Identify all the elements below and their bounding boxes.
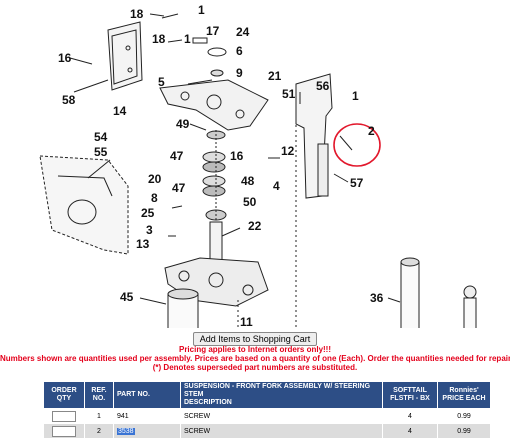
part-number-link[interactable]: 3538	[117, 427, 135, 435]
callout-label: 1	[352, 89, 359, 103]
callout-label: 36	[370, 291, 384, 305]
callout-label: 22	[248, 219, 262, 233]
add-to-cart-button[interactable]: Add Items to Shopping Cart	[192, 332, 318, 346]
superseded-notice: (*) Denotes superseded part numbers are …	[152, 363, 358, 372]
col-ref-no: REF.NO.	[85, 382, 113, 408]
callout-label: 51	[282, 87, 296, 101]
order-qty-input[interactable]	[52, 410, 76, 422]
ref-cell: 2	[85, 424, 113, 438]
callout-label: 4	[273, 179, 280, 193]
cart-bar: Add Items to Shopping Cart	[0, 329, 510, 347]
callout-label: 16	[230, 149, 244, 163]
callout-label: 11	[240, 315, 253, 328]
callout-label: 48	[241, 174, 255, 188]
callout-label: 20	[148, 172, 162, 186]
callout-label: 21	[268, 69, 282, 83]
model-qty-cell: 4	[383, 424, 437, 438]
description-cell: SCREW	[181, 409, 382, 423]
parts-diagram: 18 1 17 24 16 18 1 6 9 58 5 21 14 54 55 …	[39, 3, 477, 328]
quantity-notice: Numbers shown are quantities used per as…	[0, 354, 510, 363]
callout-label: 5	[158, 75, 165, 89]
callout-label: 1	[184, 32, 191, 46]
ref-cell: 1	[85, 409, 113, 423]
callout-label: 55	[94, 145, 108, 159]
callout-label: 50	[243, 195, 257, 209]
callout-label: 54	[94, 130, 108, 144]
callout-label: 47	[172, 181, 186, 195]
exploded-view-illustration: 18 1 17 24 16 18 1 6 9 58 5 21 14 54 55 …	[39, 3, 477, 328]
order-qty-cell	[44, 424, 84, 438]
col-description: SUSPENSION - FRONT FORK ASSEMBLY W/ STEE…	[181, 382, 382, 408]
table-row: 1 941 SCREW 4 0.99	[44, 409, 490, 423]
callout-label: 8	[151, 191, 158, 205]
price-cell: 0.99	[438, 409, 490, 423]
callout-label: 13	[136, 237, 150, 251]
callout-label: 24	[236, 25, 250, 39]
col-price: Ronnies'PRICE EACH	[438, 382, 490, 408]
col-part-no: PART NO.	[114, 382, 180, 408]
order-qty-cell	[44, 409, 84, 423]
part-cell: 3538	[114, 424, 180, 438]
callout-label: 57	[350, 176, 364, 190]
callout-label: 47	[170, 149, 184, 163]
callout-label: 49	[176, 117, 190, 131]
callout-label: 6	[236, 44, 243, 58]
description-cell: SCREW	[181, 424, 382, 438]
model-qty-cell: 4	[383, 409, 437, 423]
pricing-notice: Pricing applies to Internet orders only!…	[178, 345, 332, 354]
callout-label: 25	[141, 206, 155, 220]
callout-label: 16	[58, 51, 72, 65]
highlight-circle	[333, 123, 381, 167]
callout-label: 17	[206, 24, 220, 38]
callout-label: 12	[281, 144, 295, 158]
part-number-link[interactable]: 941	[117, 412, 129, 420]
callout-label: 3	[146, 223, 153, 237]
callout-label: 56	[316, 79, 330, 93]
price-cell: 0.99	[438, 424, 490, 438]
callout-label: 18	[152, 32, 166, 46]
callout-label: 58	[62, 93, 76, 107]
callout-label: 45	[120, 290, 134, 304]
callout-label: 18	[130, 7, 144, 21]
callout-label: 9	[236, 66, 243, 80]
callout-label: 2	[368, 124, 375, 138]
part-cell: 941	[114, 409, 180, 423]
table-row: 2 3538 SCREW 4 0.99	[44, 424, 490, 438]
callout-label: 14	[113, 104, 127, 118]
callout-label: 1	[198, 3, 205, 17]
